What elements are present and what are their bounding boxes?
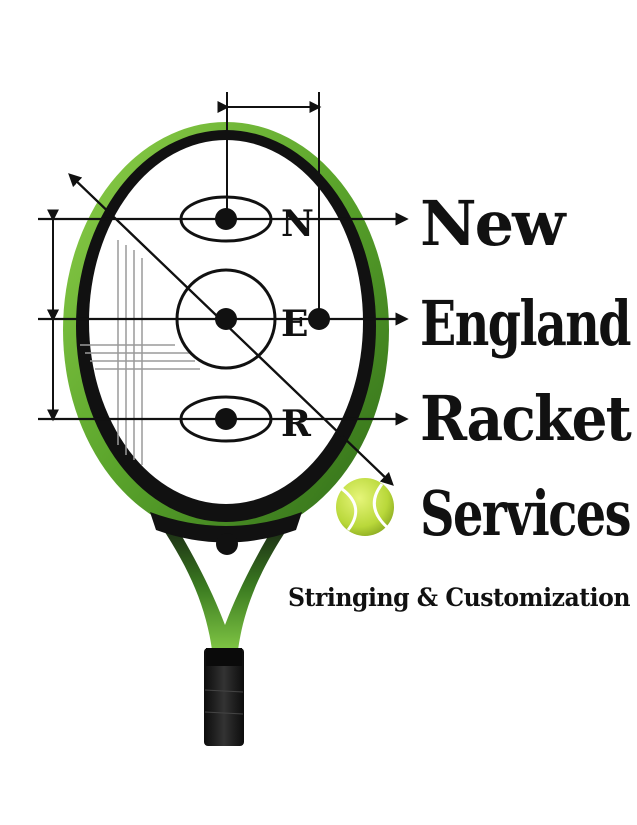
north-target [179, 195, 273, 243]
racket-grip [204, 648, 244, 746]
racket-target [179, 395, 273, 443]
racket-bridge [150, 512, 302, 543]
throat-dot [216, 533, 238, 555]
racket-grip-collar [206, 648, 242, 666]
marker-letter-r: R [281, 403, 312, 445]
brand-line-new: New [420, 187, 567, 260]
tennis-ball-icon [336, 478, 394, 536]
tagline: Stringing & Customization [288, 583, 630, 612]
brand-line-england: England [420, 287, 630, 360]
brand-line-services: Services [420, 477, 630, 550]
east-target [175, 268, 330, 370]
marker-letter-n: N [281, 203, 314, 245]
brand-line-racket: Racket [420, 382, 632, 455]
marker-letter-e: E [281, 303, 308, 345]
